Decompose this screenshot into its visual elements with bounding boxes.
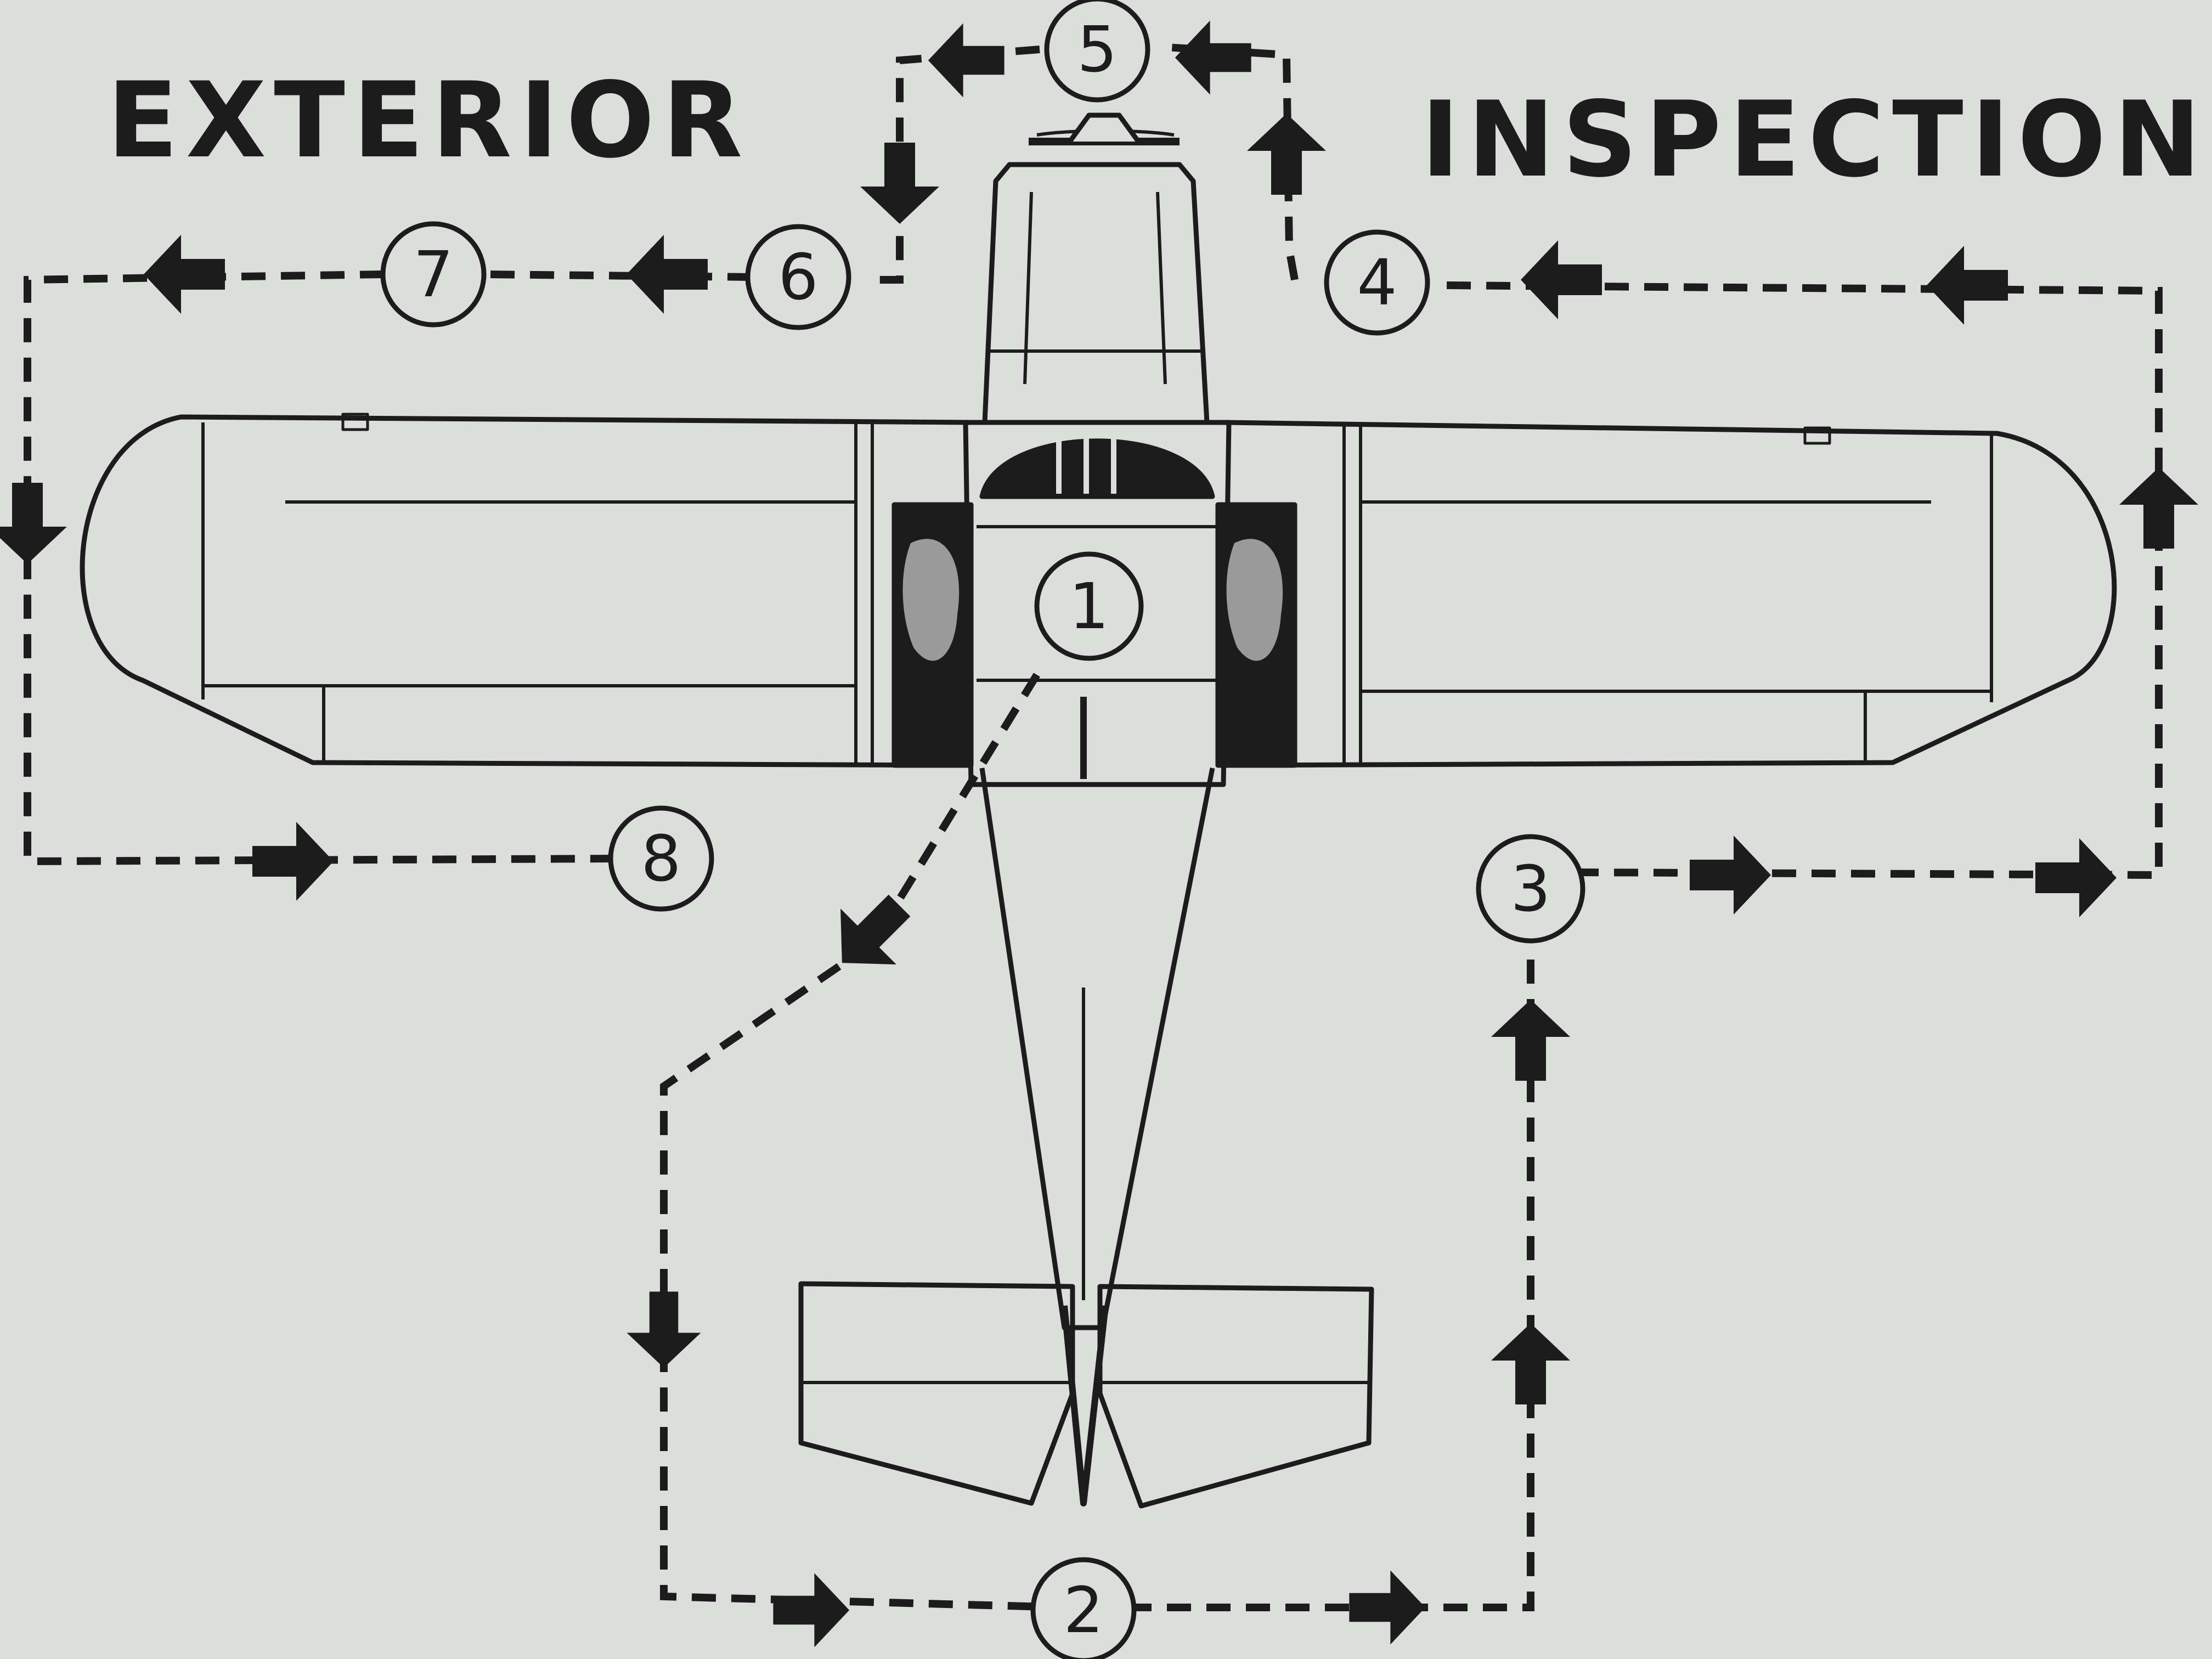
cockpit-windshield	[979, 438, 1215, 499]
arrow-icon	[2035, 838, 2117, 917]
arrow-icon	[252, 822, 334, 901]
checkpoint-7: 7	[380, 221, 487, 328]
arrow-icon	[860, 143, 939, 224]
checkpoint-5: 5	[1044, 0, 1150, 103]
arrow-icon	[144, 235, 225, 314]
checkpoint-1: 1	[1034, 551, 1144, 661]
title-exterior: EXTERIOR	[107, 60, 751, 181]
checkpoint-4: 4	[1324, 229, 1430, 336]
checkpoint-6: 6	[745, 224, 851, 330]
horizontal-stabilizer	[798, 1281, 1374, 1509]
arrow-icon	[928, 23, 1005, 98]
arrow-icon	[2119, 467, 2198, 549]
checkpoint-label: 5	[1077, 13, 1117, 87]
arrow-icon	[1690, 836, 1771, 915]
airplane-drawing	[80, 112, 2117, 1509]
checkpoint-label: 6	[778, 241, 818, 314]
inspection-path	[24, 43, 2163, 1611]
arrow-icon	[1349, 1570, 1426, 1645]
arrow-icon	[773, 1573, 850, 1647]
direction-arrows	[0, 20, 2198, 1647]
tail-boom	[979, 768, 1215, 1330]
checkpoint-label: 1	[1069, 570, 1109, 644]
checkpoint-label: 2	[1063, 1574, 1103, 1647]
left-wing	[80, 413, 974, 768]
checkpoint-label: 8	[641, 822, 681, 896]
checkpoint-label: 3	[1510, 853, 1550, 926]
right-wing	[1215, 420, 2117, 768]
checkpoint-label: 7	[413, 238, 453, 312]
arrow-icon	[1491, 1323, 1570, 1404]
checkpoint-3: 3	[1476, 834, 1585, 944]
propeller	[1029, 112, 1180, 145]
arrow-icon	[1175, 20, 1251, 95]
checkpoint-8: 8	[608, 805, 714, 912]
arrow-icon	[1247, 114, 1326, 195]
checkpoint-2: 2	[1030, 1557, 1137, 1659]
arrow-icon	[1927, 246, 2008, 325]
arrow-icon	[0, 483, 67, 564]
arrow-icon	[1521, 240, 1602, 319]
arrow-icon	[627, 1291, 701, 1368]
title-inspection: INSPECTION	[1421, 79, 2209, 200]
arrow-icon	[1491, 1000, 1570, 1081]
fuselage-nose	[982, 162, 1210, 425]
checkpoints: 1 2 3 4 5 6 7	[380, 0, 1585, 1659]
checkpoint-label: 4	[1357, 246, 1397, 320]
arrow-icon	[627, 235, 708, 314]
